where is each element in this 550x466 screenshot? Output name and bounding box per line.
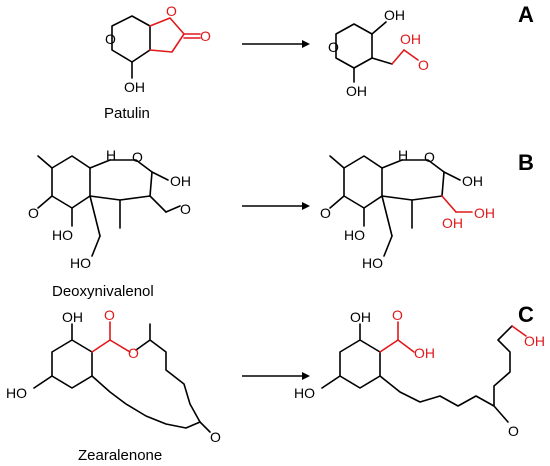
don-epoxide-2 [165, 205, 181, 213]
zea-product-structure: OH HO O OH OH O [294, 307, 545, 439]
zea-o-carbonyl: O [104, 307, 115, 323]
zp-benzene [339, 339, 381, 389]
zp-acid-bond [379, 339, 399, 353]
panel-label-c: C [518, 302, 534, 327]
product-a-alkene [371, 57, 393, 65]
zea-keto-bond [199, 421, 211, 433]
patulin-o-lactone: O [166, 3, 177, 19]
dp-bond-1 [381, 159, 403, 169]
product-a-oh-acid: OH [400, 31, 421, 47]
dp-oh-red1: OH [442, 215, 463, 231]
don-oh: OH [170, 173, 191, 189]
dp-red-bond-1 [441, 195, 457, 213]
zp-o-keto: O [508, 423, 519, 439]
zea-o-keto: O [210, 429, 221, 445]
panel-a: A O O O OH Patulin O OH O [104, 2, 534, 122]
dp-oh-bond [443, 171, 461, 181]
don-oh-bond [151, 171, 169, 181]
zea-macrocycle-bottom [91, 375, 201, 429]
dp-ring-b [381, 159, 445, 201]
product-a-ring [335, 23, 373, 69]
don-ho: HO [52, 227, 73, 243]
product-a-acid-co [403, 49, 419, 61]
zea-benzene [51, 339, 93, 389]
zp-chain-upper [493, 325, 513, 407]
dp-o-ring: O [424, 149, 435, 165]
zea-oh-top: OH [62, 309, 83, 325]
don-product-structure: H O OH O HO HO OH OH [320, 147, 495, 271]
don-ho2: HO [70, 255, 91, 271]
dp-keto [329, 195, 345, 209]
patulin-o-ring: O [105, 31, 116, 47]
don-o-keto: O [28, 205, 39, 221]
patulin-o-carbonyl: O [200, 28, 211, 44]
zea-ester-bond [91, 339, 111, 353]
zp-ho-left: HO [294, 385, 315, 401]
zp-oh-chain-bond [511, 325, 527, 337]
zp-oh-chain: OH [524, 333, 545, 349]
patulin-product-structure: O OH OH O OH [328, 7, 429, 99]
don-o-epoxide: O [180, 201, 191, 217]
patulin-oh: OH [124, 79, 145, 95]
product-a-oh-bottom: OH [346, 83, 367, 99]
reaction-arrow-c-head [302, 372, 310, 380]
panel-c: C OH HO O O O Zearalenone [6, 302, 545, 464]
don-ch2-oh [91, 235, 101, 257]
dp-oh-red2: OH [474, 205, 495, 221]
don-structure: H O OH O HO HO O [28, 147, 191, 271]
zea-macrocycle-right [135, 323, 201, 423]
don-ch2-bond [89, 195, 101, 237]
don-keto [37, 195, 53, 209]
product-a-o-acid: O [418, 57, 429, 73]
panel-label-b: B [518, 150, 534, 175]
reaction-arrow-b-head [302, 202, 310, 210]
dp-ho2: HO [362, 255, 383, 271]
compound-name-patulin: Patulin [104, 105, 150, 122]
don-ring-b [89, 159, 153, 201]
don-ring-a [51, 155, 91, 209]
zp-chain [379, 375, 509, 423]
dp-oh: OH [462, 173, 483, 189]
compound-name-zea: Zearalenone [78, 447, 162, 464]
don-o-ring: O [132, 149, 143, 165]
don-h: H [106, 147, 116, 163]
don-bond-1 [89, 159, 111, 169]
zp-oh-acid: OH [414, 345, 435, 361]
reaction-arrow-a-head [302, 40, 310, 48]
dp-ch2-oh [383, 235, 393, 257]
product-a-oh-top-bond [371, 21, 387, 35]
zea-o-bond [109, 339, 131, 353]
don-methyl [37, 155, 53, 169]
product-a-o-ring: O [328, 39, 339, 55]
zp-o-acid: O [392, 307, 403, 323]
dp-h: H [398, 147, 408, 163]
compound-name-don: Deoxynivalenol [52, 283, 154, 300]
patulin-pyran-ring [111, 15, 151, 63]
zea-o-ester: O [128, 345, 139, 361]
zea-structure: OH HO O O O [6, 307, 221, 445]
zp-acid-oh [397, 339, 415, 353]
zp-ho-bond [321, 375, 341, 389]
product-a-acid-bond [391, 49, 405, 65]
dp-ho: HO [344, 227, 365, 243]
panel-b: B H O OH O HO HO O Deoxynivalenol [28, 147, 534, 300]
zea-ho-left: HO [6, 385, 27, 401]
zea-ho-bond [33, 375, 53, 389]
patulin-lactone-ring [149, 17, 185, 53]
patulin-structure: O O O OH [105, 3, 211, 95]
dp-methyl [329, 155, 345, 169]
don-epoxide-1 [149, 195, 167, 213]
dp-ch2-bond [381, 195, 393, 237]
panel-label-a: A [518, 2, 534, 27]
dp-ring-a [343, 155, 383, 209]
dp-o-keto: O [320, 205, 331, 221]
product-a-oh-top: OH [384, 7, 405, 23]
zp-oh-top: OH [350, 309, 371, 325]
